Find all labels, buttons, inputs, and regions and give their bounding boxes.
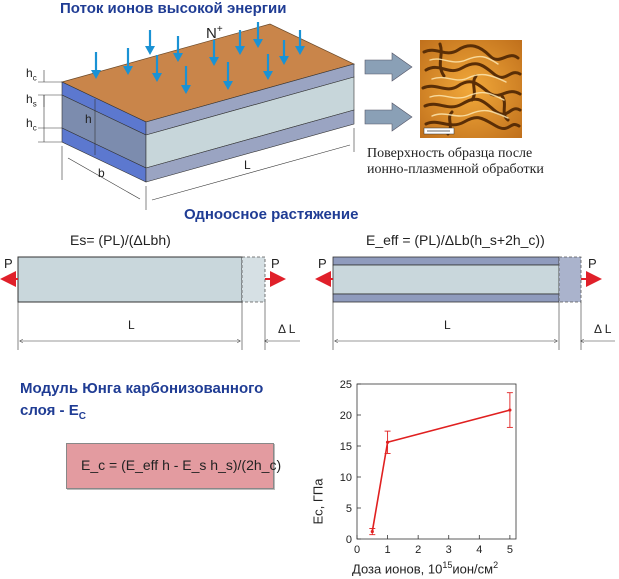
specimen-right-substrate bbox=[332, 264, 560, 295]
data-point bbox=[508, 408, 512, 412]
chart-frame bbox=[356, 383, 517, 540]
chart-xlabel-sup1: 15 bbox=[442, 560, 453, 570]
surface-caption: Поверхность образца после ионно-плазменн… bbox=[367, 146, 544, 178]
ec-formula: E_c = (E_eff h - E_s h_s)/(2h_c) bbox=[81, 457, 282, 473]
dim-hc-base: h bbox=[26, 66, 33, 80]
ion-arrow-icon bbox=[263, 54, 273, 80]
ec-dose-chart: 0 1 2 3 4 5 0 5 10 15 20 25 bbox=[340, 379, 517, 556]
y-tick-label: 15 bbox=[340, 441, 352, 453]
force-label-right-2: P bbox=[588, 256, 597, 271]
x-tick-label: 3 bbox=[446, 544, 452, 556]
dim-h-label: h bbox=[85, 112, 92, 126]
y-tick-label: 0 bbox=[346, 534, 352, 546]
ion-arrow-icon bbox=[145, 30, 155, 55]
specimen-right-bottom-layer bbox=[332, 293, 560, 303]
right-arrow-icon bbox=[364, 52, 413, 82]
chart-xlabel-sup2: 2 bbox=[493, 560, 499, 570]
chart-axes bbox=[356, 383, 517, 540]
data-point bbox=[370, 529, 374, 534]
force-label-right-1: P bbox=[271, 256, 280, 271]
x-tick-label: 1 bbox=[385, 544, 391, 556]
delta-L-label-right: Δ L bbox=[594, 322, 612, 336]
surface-caption-line1: Поверхность образца после bbox=[367, 146, 533, 161]
data-point bbox=[385, 440, 390, 444]
ion-label-base: N bbox=[206, 25, 217, 42]
dim-hs-label: hs bbox=[26, 92, 37, 108]
length-label-right: L bbox=[444, 318, 451, 332]
ion-arrow-icon bbox=[91, 52, 101, 79]
chart-xlabel-mid: ион/см bbox=[452, 561, 494, 577]
specimen-left-extension bbox=[241, 256, 266, 303]
chart-series bbox=[369, 392, 513, 536]
right-arrow-icon bbox=[364, 102, 413, 132]
section-tension-title: Одноосное растяжение bbox=[184, 206, 359, 223]
ion-arrow-icon bbox=[209, 40, 219, 66]
force-label-left-1: P bbox=[4, 256, 13, 271]
y-tick-label: 25 bbox=[340, 379, 352, 391]
ion-arrow-icon bbox=[253, 22, 263, 48]
young-modulus-title: Модуль Юнга карбонизованного слоя - EC bbox=[20, 378, 263, 428]
dim-hc-sub: c bbox=[32, 73, 37, 83]
dim-hc2-base: h bbox=[26, 116, 33, 130]
ion-label-sup: + bbox=[216, 24, 223, 35]
main-title: Поток ионов высокой энергии bbox=[60, 0, 287, 17]
afm-surface-image bbox=[420, 40, 522, 138]
ion-arrow-icon bbox=[223, 62, 233, 90]
ion-arrow-icon bbox=[295, 30, 305, 55]
force-label-left-2: P bbox=[318, 256, 327, 271]
ion-label: N+ bbox=[206, 24, 223, 42]
dim-hc2-label: hc bbox=[26, 116, 37, 132]
ion-arrow-icon bbox=[235, 30, 245, 55]
young-title-line1: Модуль Юнга карбонизованного bbox=[20, 380, 264, 397]
delta-L-label-left: Δ L bbox=[278, 322, 296, 336]
ion-arrow-icon bbox=[152, 55, 162, 82]
block-diagram bbox=[38, 22, 522, 210]
ion-arrows bbox=[91, 22, 305, 94]
x-tick-label: 5 bbox=[507, 544, 513, 556]
dim-hs-sub: s bbox=[32, 99, 37, 109]
side-bottom-layer bbox=[145, 109, 355, 183]
x-tick-label: 0 bbox=[354, 544, 360, 556]
dim-L-label: L bbox=[244, 158, 251, 172]
x-tick-label: 4 bbox=[476, 544, 482, 556]
y-tick-label: 5 bbox=[346, 503, 352, 515]
chart-ylabel-text: Ec, ГПа bbox=[310, 478, 326, 525]
ion-arrow-icon bbox=[123, 48, 133, 75]
dim-hc-label: hc bbox=[26, 66, 37, 82]
surface-caption-line2: ионно-плазменной обработки bbox=[367, 162, 544, 177]
y-tick-label: 10 bbox=[340, 472, 352, 484]
y-tick-label: 20 bbox=[340, 410, 352, 422]
length-label-left: L bbox=[128, 318, 135, 332]
young-title-line2: слоя - EC bbox=[20, 400, 263, 428]
dim-hs-base: h bbox=[26, 92, 33, 106]
ion-arrow-icon bbox=[279, 40, 289, 65]
dim-hc2-sub: c bbox=[32, 123, 37, 133]
chart-ylabel: Ec, ГПа bbox=[308, 472, 328, 532]
specimen-right-top-layer bbox=[332, 256, 560, 266]
tension-diagrams bbox=[0, 256, 615, 350]
ion-arrow-icon bbox=[173, 36, 183, 62]
dim-b-label: b bbox=[98, 166, 105, 180]
specimen-right-extension bbox=[558, 256, 582, 303]
young-title-line2-prefix: слоя - E bbox=[20, 402, 79, 419]
ion-arrow-icon bbox=[181, 66, 191, 94]
ec-formula-box: E_c = (E_eff h - E_s h_s)/(2h_c) bbox=[66, 443, 281, 489]
specimen-left bbox=[17, 256, 243, 303]
chart-series-line bbox=[371, 409, 511, 532]
x-tick-label: 2 bbox=[415, 544, 421, 556]
young-title-line2-sub: C bbox=[78, 411, 86, 422]
formula-right: E_eff = (PL)/ΔLb(h_s+2h_c)) bbox=[366, 232, 545, 248]
dimension-lines bbox=[38, 70, 355, 210]
chart-xlabel: Доза ионов, 1015ион/см2 bbox=[352, 560, 498, 576]
formula-left: Es= (PL)/(ΔLbh) bbox=[70, 232, 171, 248]
chart-ticks: 0 1 2 3 4 5 0 5 10 15 20 25 bbox=[340, 379, 513, 556]
chart-xlabel-prefix: Доза ионов, 10 bbox=[352, 561, 443, 577]
